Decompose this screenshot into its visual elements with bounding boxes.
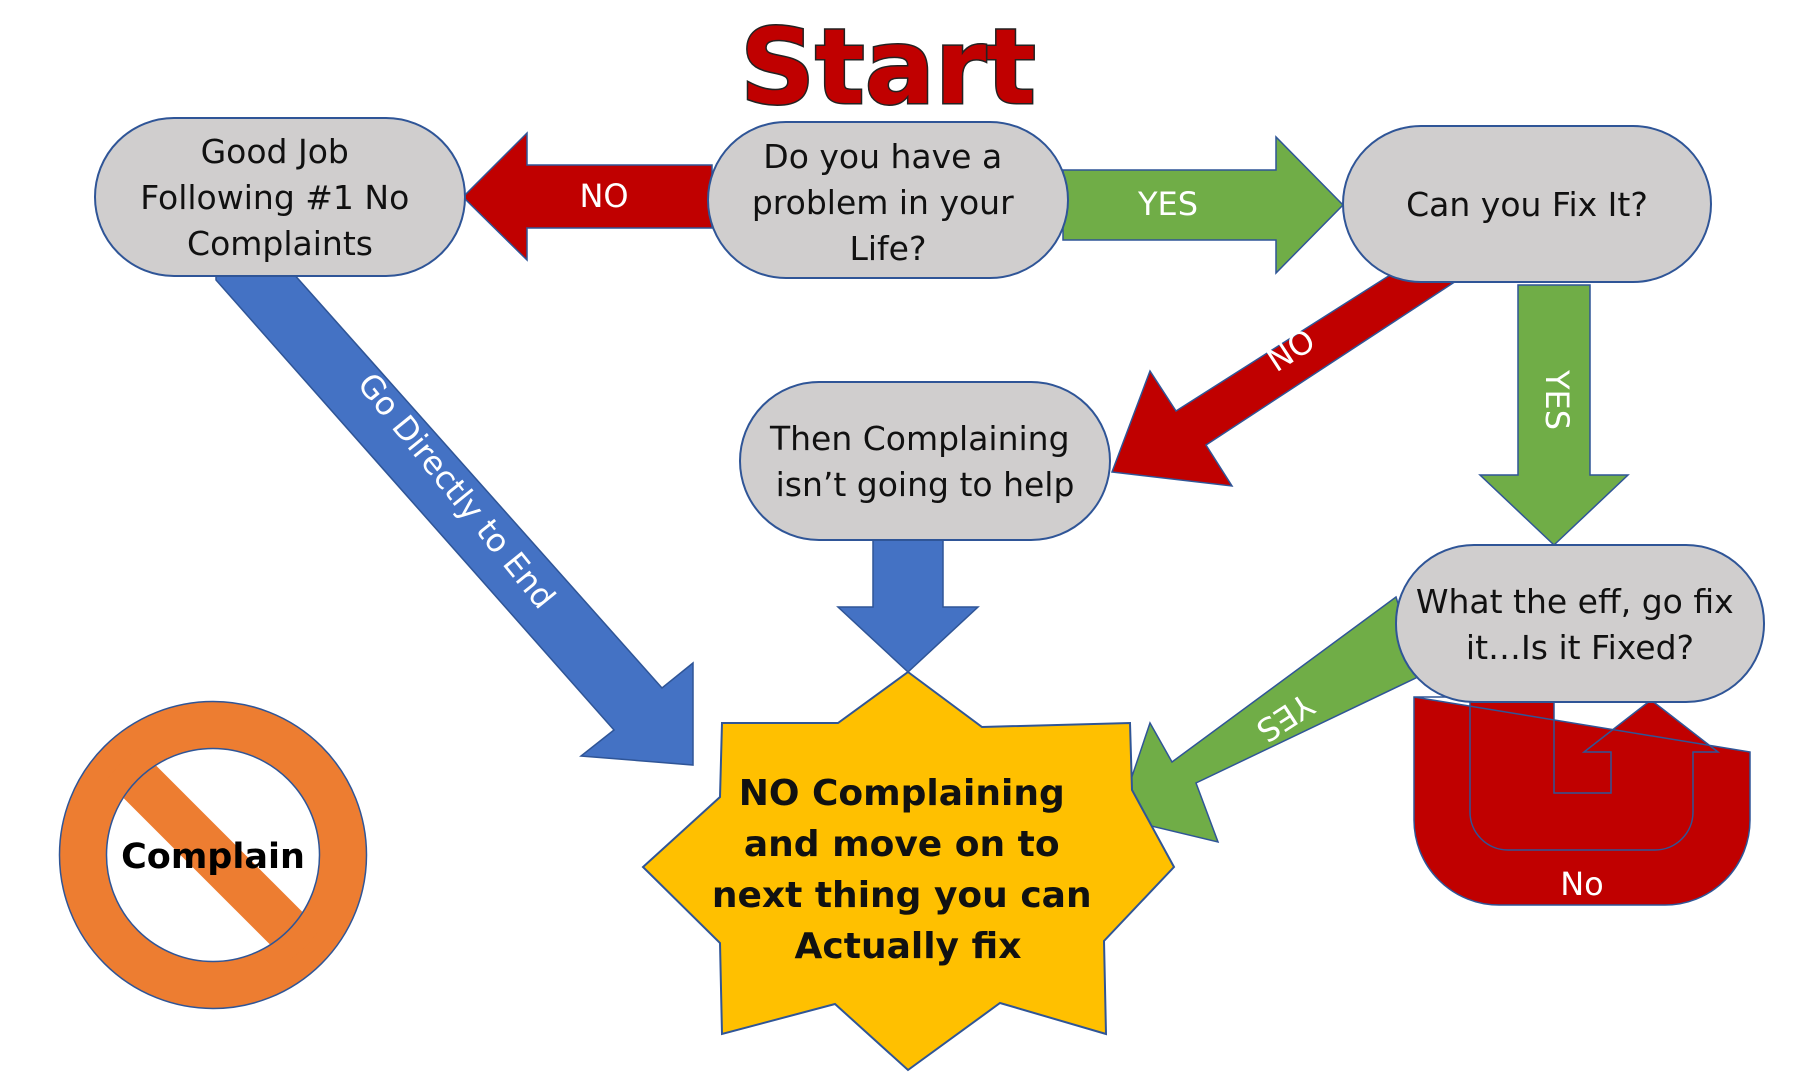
node-line: Complaints (187, 224, 373, 263)
arrow-label-go-directly: Go Directly to End (350, 366, 563, 616)
node-box (1395, 544, 1765, 703)
node-line: problem in your (752, 183, 1014, 222)
node-go-fix: What the eff, go fix it…Is it Fixed? (1395, 544, 1765, 703)
node-problem-text: Do you have a problem in your Life? (752, 137, 1024, 268)
sign-slash (89, 731, 337, 979)
node-go-fix-text: What the eff, go fix it…Is it Fixed? (1416, 582, 1744, 667)
start-title: Start (740, 6, 1036, 128)
red-arrow-shape (461, 131, 713, 262)
end-line: Actually fix (795, 926, 1022, 967)
end-text: NO Complaining and move on to next thing… (712, 773, 1104, 967)
node-then-complaining-text: Then Complaining isn’t going to help (769, 419, 1080, 504)
node-box (1342, 125, 1712, 283)
green-arrow-shape (1117, 595, 1421, 844)
green-arrow-shape (1478, 284, 1630, 547)
end-star: NO Complaining and move on to next thing… (641, 670, 1176, 1072)
arrow-yes-to-end: YES (1117, 595, 1421, 844)
node-line: isn’t going to help (776, 465, 1075, 504)
sign-label: Complain (121, 837, 305, 877)
node-box (739, 381, 1111, 541)
node-good-job-text: Good Job Following #1 No Complaints (140, 132, 420, 263)
node-then-complaining: Then Complaining isn’t going to help (739, 381, 1111, 541)
node-line: What the eff, go fix (1416, 582, 1734, 621)
node-line: Life? (850, 229, 927, 268)
node-line: Do you have a (763, 137, 1002, 176)
node-box (707, 121, 1069, 279)
node-line: Following #1 No (140, 178, 409, 217)
end-line: and move on to (744, 824, 1060, 865)
end-line: next thing you can (712, 875, 1092, 916)
no-complain-sign-icon: Complain (58, 700, 368, 1010)
blue-arrow-shape (836, 539, 980, 674)
green-arrow-shape (1062, 135, 1345, 275)
arrow-label-yes: YES (1137, 185, 1198, 223)
end-line: NO Complaining (739, 773, 1065, 814)
blue-arrow-shape (215, 271, 694, 766)
arrow-go-directly-to-end: Go Directly to End (215, 271, 694, 766)
arrow-then-complaining-to-end (836, 539, 980, 674)
node-can-fix: Can you Fix It? (1342, 125, 1712, 283)
node-good-job: Good Job Following #1 No Complaints (94, 117, 466, 277)
star-shape (641, 670, 1176, 1072)
arrow-no-to-good-job: NO (461, 131, 713, 262)
node-box (94, 117, 466, 277)
node-line: Then Complaining (769, 419, 1070, 458)
arrow-no-loop: No (1413, 696, 1751, 906)
arrow-no-to-then-complaining: NO (1110, 255, 1455, 487)
red-arrow-shape (1110, 255, 1455, 487)
sign-ring-outline-inner (105, 747, 321, 963)
red-u-turn-shape (1413, 696, 1751, 906)
arrow-label-no-loop: No (1560, 865, 1604, 903)
node-line: it…Is it Fixed? (1466, 628, 1694, 667)
node-can-fix-text: Can you Fix It? (1406, 185, 1648, 224)
node-line: Can you Fix It? (1406, 185, 1648, 224)
arrow-label-no: NO (579, 177, 628, 215)
arrow-label-yes-vertical: YES (1538, 369, 1576, 430)
node-line: Good Job (201, 132, 349, 171)
node-problem: Do you have a problem in your Life? (707, 121, 1069, 279)
sign-ring-outline-outer (58, 700, 368, 1010)
arrow-yes-to-go-fix: YES (1478, 284, 1630, 547)
arrow-yes-to-can-fix: YES (1062, 135, 1345, 275)
